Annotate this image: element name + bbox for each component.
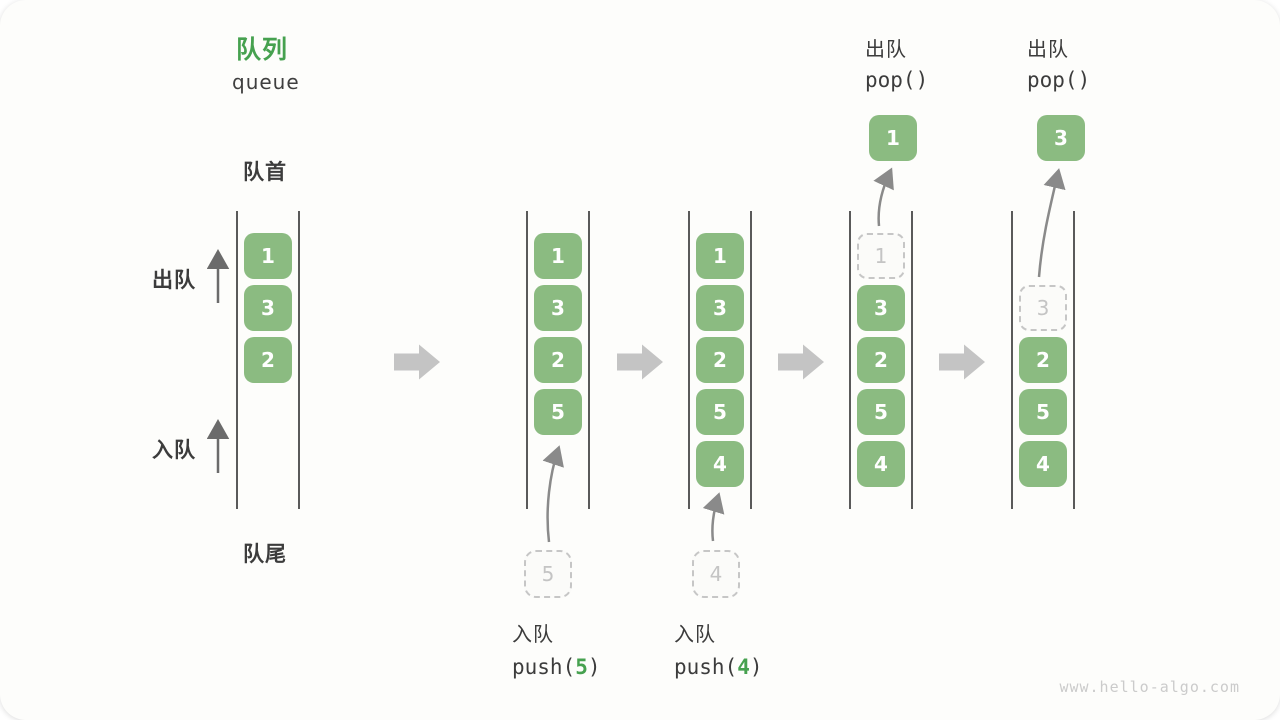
- queue-item-box: 3: [696, 285, 744, 331]
- queue-front-label: 队首: [243, 160, 287, 184]
- queue-item-box: 1: [857, 233, 905, 279]
- queue-item-box: 5: [696, 389, 744, 435]
- queue-column-line: [849, 211, 851, 509]
- queue-column-line: [911, 211, 913, 509]
- queue-item-box: 3: [244, 285, 292, 331]
- queue-item-box: 4: [696, 441, 744, 487]
- queue-item-box: 1: [244, 233, 292, 279]
- queue-column-line: [750, 211, 752, 509]
- queue-item-box: 1: [696, 233, 744, 279]
- queue-item-box: 3: [534, 285, 582, 331]
- queue-rear-label: 队尾: [243, 542, 287, 566]
- queue-item-box: 2: [244, 337, 292, 383]
- operation-action-label: 入队: [512, 622, 554, 646]
- queue-item-box: 2: [696, 337, 744, 383]
- enqueue-side-label: 入队: [152, 438, 196, 462]
- queue-item-box: 5: [534, 389, 582, 435]
- queue-item-box: 2: [857, 337, 905, 383]
- operation-action-label: 入队: [674, 622, 716, 646]
- dequeue-side-label: 出队: [152, 268, 196, 292]
- popped-item-box: 1: [869, 115, 917, 161]
- queue-item-box: 5: [1019, 389, 1067, 435]
- queue-item-box: 4: [1019, 441, 1067, 487]
- operation-code-label: push(4): [674, 655, 763, 679]
- queue-item-box: 5: [857, 389, 905, 435]
- code-arg: 5: [575, 655, 588, 679]
- code-suffix: ): [915, 68, 929, 92]
- code-prefix: push(: [512, 655, 576, 679]
- operation-code-label: push(5): [512, 655, 601, 679]
- figure-subtitle: queue: [232, 70, 300, 94]
- operation-action-label: 出队: [1027, 37, 1069, 61]
- queue-column-line: [588, 211, 590, 509]
- queue-column-line: [236, 211, 238, 509]
- staged-item-box: 4: [692, 550, 740, 598]
- staged-item-box: 5: [524, 550, 572, 598]
- queue-item-box: 2: [534, 337, 582, 383]
- queue-item-box: 1: [534, 233, 582, 279]
- code-suffix: ): [587, 655, 601, 679]
- figure-title: 队列: [236, 35, 289, 64]
- queue-column-line: [1073, 211, 1075, 509]
- queue-column-line: [1011, 211, 1013, 509]
- queue-item-box: 3: [1019, 285, 1067, 331]
- operation-code-label: pop(): [865, 68, 928, 92]
- code-prefix: pop(: [1027, 68, 1078, 92]
- code-arg: 4: [737, 655, 750, 679]
- code-suffix: ): [749, 655, 763, 679]
- queue-item-box: 2: [1019, 337, 1067, 383]
- code-prefix: push(: [674, 655, 738, 679]
- code-suffix: ): [1077, 68, 1091, 92]
- code-prefix: pop(: [865, 68, 916, 92]
- queue-column-line: [298, 211, 300, 509]
- popped-item-box: 3: [1037, 115, 1085, 161]
- queue-column-line: [526, 211, 528, 509]
- queue-column-line: [688, 211, 690, 509]
- queue-item-box: 3: [857, 285, 905, 331]
- operation-action-label: 出队: [865, 37, 907, 61]
- queue-item-box: 4: [857, 441, 905, 487]
- operation-code-label: pop(): [1027, 68, 1090, 92]
- watermark: www.hello-algo.com: [1059, 678, 1240, 696]
